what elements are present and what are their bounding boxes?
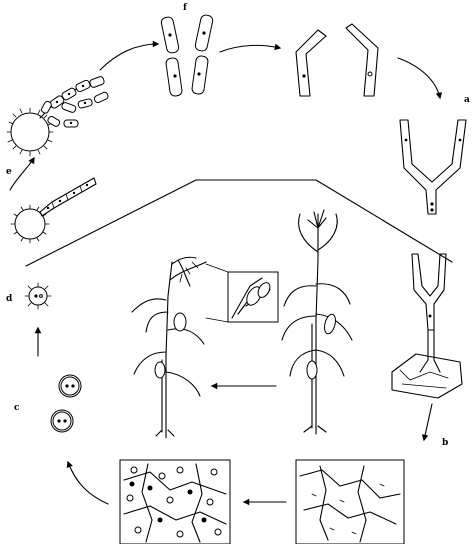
plant-frame-ridge (25, 179, 453, 267)
infected-tissue-early (295, 459, 405, 544)
mature-teliospore (24, 282, 52, 310)
dikaryotic-hypha (399, 119, 467, 215)
young-teliospores (50, 374, 82, 433)
healthy-maize-plant (281, 209, 353, 435)
fusing-sporidia (295, 23, 379, 97)
label-a: a (464, 95, 470, 105)
label-f: f (183, 3, 188, 13)
sporidia-pair (160, 14, 214, 97)
infected-maize-plant (131, 256, 207, 439)
penetrating-hypha (391, 253, 463, 399)
germinating-teliospore-with-sporidia (6, 76, 109, 157)
gall-inset (205, 263, 279, 323)
infected-tissue-sporulating (119, 459, 231, 544)
germinating-teliospore-e (10, 177, 97, 244)
cycle-arrows (9, 40, 443, 506)
label-d: d (6, 294, 13, 304)
label-e: e (6, 167, 12, 177)
label-b: b (442, 438, 448, 448)
label-c: c (14, 403, 20, 413)
